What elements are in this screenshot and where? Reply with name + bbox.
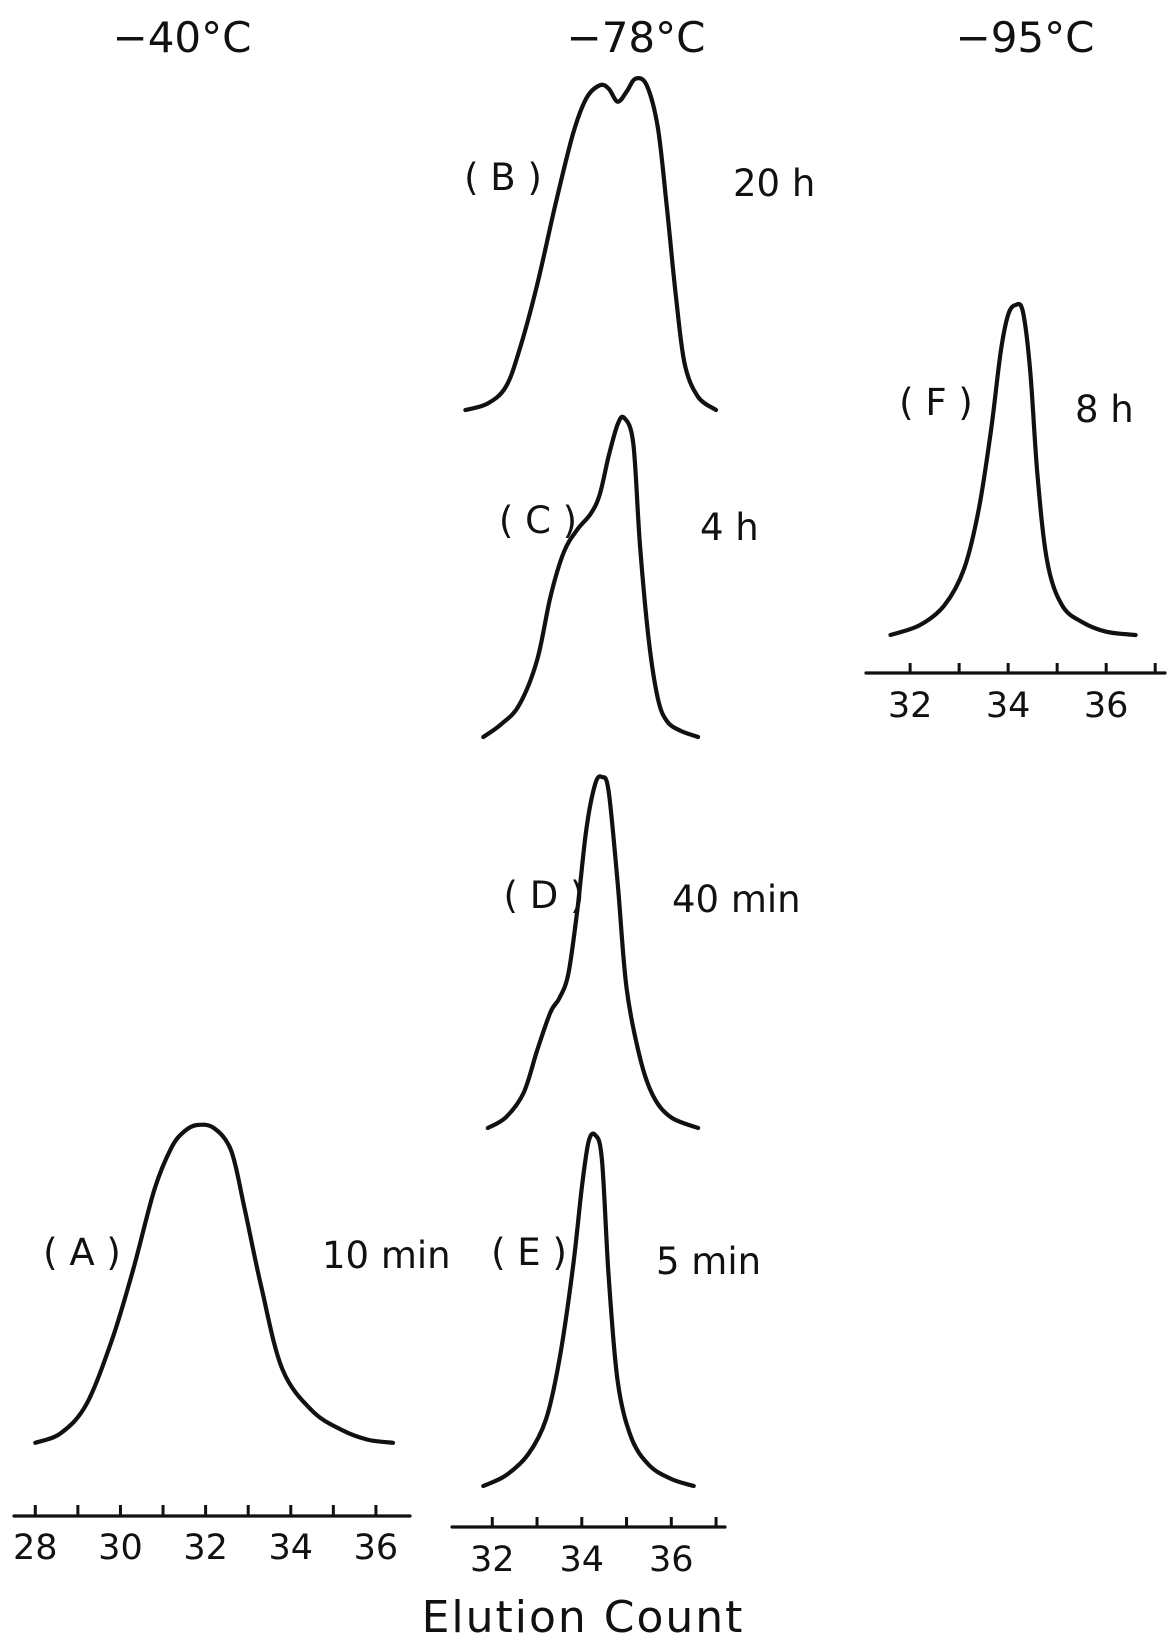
temperature-header-2: −78°C <box>567 13 706 62</box>
tick-label: 34 <box>986 686 1031 726</box>
curve-label-e: ( E ) <box>491 1231 567 1274</box>
x-axis-1: 28 30 32 34 36 <box>12 1505 412 1568</box>
tick-label: 30 <box>98 1528 143 1568</box>
time-label-e: 5 min <box>656 1240 761 1283</box>
time-label-d: 40 min <box>672 878 801 921</box>
curve-label-a: ( A ) <box>43 1231 121 1274</box>
x-axis-3: 32 34 36 <box>864 663 1167 726</box>
curve-f <box>888 301 1138 638</box>
curve-e <box>481 1131 696 1489</box>
tick-label: 34 <box>269 1528 314 1568</box>
curve-label-f: ( F ) <box>899 381 973 424</box>
curve-c <box>481 414 701 740</box>
x-axis-title: Elution Count <box>422 1592 745 1643</box>
time-label-c: 4 h <box>700 506 759 549</box>
curve-label-c: ( C ) <box>499 499 577 542</box>
curve-a <box>33 1122 396 1445</box>
time-label-a: 10 min <box>322 1234 451 1277</box>
tick-label: 36 <box>354 1528 399 1568</box>
tick-label: 32 <box>183 1528 228 1568</box>
tick-label: 28 <box>13 1528 58 1568</box>
curve-b <box>463 76 719 413</box>
curve-d <box>485 774 701 1131</box>
tick-label: 32 <box>888 686 933 726</box>
tick-label: 36 <box>649 1540 694 1580</box>
time-label-b: 20 h <box>733 162 815 205</box>
time-label-f: 8 h <box>1075 388 1134 431</box>
x-axis-2: 32 34 36 <box>450 1517 727 1580</box>
temperature-header-3: −95°C <box>956 13 1095 62</box>
tick-label: 34 <box>560 1540 605 1580</box>
temperature-header-1: −40°C <box>113 13 252 62</box>
curve-label-d: ( D ) <box>504 874 585 917</box>
curve-label-b: ( B ) <box>464 156 542 199</box>
tick-label: 36 <box>1084 686 1129 726</box>
tick-label: 32 <box>470 1540 515 1580</box>
